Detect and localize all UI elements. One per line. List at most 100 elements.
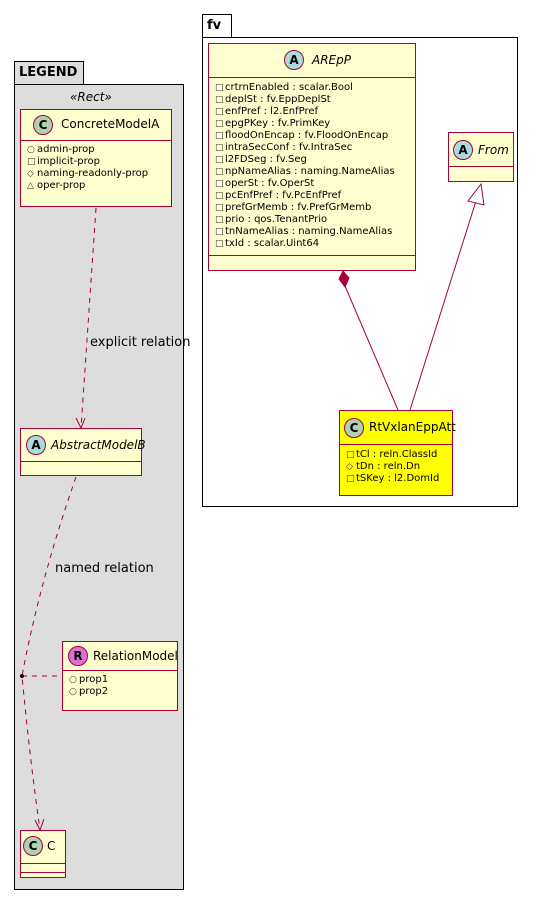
private-icon: □ xyxy=(215,167,224,177)
rtvxlaneppatt-class: C RtVxlanEppAtt □tCl : reln.ClassId ◇tDn… xyxy=(339,410,456,496)
c-class: C C xyxy=(20,830,66,878)
private-icon: □ xyxy=(215,83,224,93)
named-relation-label: named relation xyxy=(55,561,154,576)
class-name: RtVxlanEppAtt xyxy=(369,420,456,434)
class-attributes: □crtrnEnabled : scalar.Bool□deplSt : fv.… xyxy=(209,78,415,253)
attribute-row: □epgPKey : fv.PrimKey xyxy=(215,118,415,130)
class-attributes: □tCl : reln.ClassId ◇tDn : reln.Dn □tSKe… xyxy=(340,445,452,488)
private-icon: □ xyxy=(215,227,224,237)
class-header: A From xyxy=(449,133,513,167)
named-relation-line xyxy=(21,476,77,831)
relation-r-icon: R xyxy=(68,646,88,666)
named-relation-arrowhead xyxy=(34,818,45,832)
relation-model-class: R RelationModel ○prop1 ○prop2 xyxy=(62,641,178,711)
class-header: A AREpP xyxy=(209,44,415,78)
from-class: A From xyxy=(448,132,514,182)
abstract-model-b-class: A AbstractModelB xyxy=(20,428,146,476)
attribute-text: npNameAlias : naming.NameAlias xyxy=(225,166,395,177)
private-icon: □ xyxy=(215,119,224,129)
public-icon: ○ xyxy=(69,687,77,697)
attribute-row: ○admin-prop xyxy=(27,144,171,156)
attribute-text: tnNameAlias : naming.NameAlias xyxy=(225,226,393,237)
private-icon: □ xyxy=(215,95,224,105)
attribute-row: □pcEnfPref : fv.PcEnfPref xyxy=(215,190,415,202)
legend-stereotype: «Rect» xyxy=(70,90,112,104)
private-icon: □ xyxy=(215,143,224,153)
attribute-row: □prio : qos.TenantPrio xyxy=(215,214,415,226)
attribute-row: □tSKey : l2.DomId xyxy=(346,473,452,485)
fv-title: fv xyxy=(207,18,222,33)
explicit-relation-label: explicit relation xyxy=(90,335,191,350)
attribute-row: ○prop1 xyxy=(69,674,177,686)
class-name: From xyxy=(478,143,509,157)
private-icon: □ xyxy=(27,157,36,167)
private-icon: □ xyxy=(215,203,224,213)
class-c-icon: C xyxy=(344,418,364,438)
attribute-text: l2FDSeg : fv.Seg xyxy=(225,154,307,165)
class-header: R RelationModel xyxy=(63,642,178,671)
attribute-row: □implicit-prop xyxy=(27,156,171,168)
legend-title: LEGEND xyxy=(19,65,78,80)
attribute-row: □deplSt : fv.EppDeplSt xyxy=(215,94,415,106)
attribute-text: deplSt : fv.EppDeplSt xyxy=(225,94,331,105)
generalization-line xyxy=(409,200,477,411)
attribute-row: □prefGrMemb : fv.PrefGrMemb xyxy=(215,202,415,214)
attribute-row: ○prop2 xyxy=(69,686,177,698)
attribute-text: epgPKey : fv.PrimKey xyxy=(225,118,331,129)
protected-icon: ◇ xyxy=(27,169,34,179)
attribute-text: prop2 xyxy=(79,686,109,697)
attribute-text: crtrnEnabled : scalar.Bool xyxy=(225,82,353,93)
legend-package xyxy=(14,84,184,890)
attribute-text: tSKey : l2.DomId xyxy=(356,473,440,484)
private-icon: □ xyxy=(215,191,224,201)
private-icon: □ xyxy=(215,179,224,189)
attribute-row: □npNameAlias : naming.NameAlias xyxy=(215,166,415,178)
private-icon: □ xyxy=(215,239,224,249)
private-icon: □ xyxy=(346,450,355,460)
class-header: C RtVxlanEppAtt xyxy=(340,411,456,445)
explicit-relation-line xyxy=(80,207,97,429)
class-attributes: ○prop1 ○prop2 xyxy=(63,671,177,701)
class-name: AbstractModelB xyxy=(51,438,146,452)
class-c-icon: C xyxy=(33,115,53,135)
abstract-a-icon: A xyxy=(26,435,46,455)
private-icon: □ xyxy=(215,131,224,141)
concrete-model-a-class: C ConcreteModelA ○admin-prop □implicit-p… xyxy=(20,109,172,207)
attribute-text: pcEnfPref : fv.PcEnfPref xyxy=(225,190,342,201)
composition-diamond xyxy=(338,270,350,288)
abstract-a-icon: A xyxy=(453,140,473,160)
attribute-text: oper-prop xyxy=(37,180,86,191)
private-icon: □ xyxy=(215,107,224,117)
attribute-text: tDn : reln.Dn xyxy=(356,461,421,472)
class-header: C C xyxy=(21,831,65,864)
class-name: AREpP xyxy=(312,53,351,67)
explicit-relation-arrowhead xyxy=(75,417,86,430)
private-icon: □ xyxy=(215,215,224,225)
attribute-row: □tCl : reln.ClassId xyxy=(346,449,452,461)
class-attributes: ○admin-prop □implicit-prop ◇naming-reado… xyxy=(21,141,171,195)
attribute-text: prio : qos.TenantPrio xyxy=(225,214,328,225)
public-icon: ○ xyxy=(69,675,77,685)
class-c-icon: C xyxy=(23,836,43,856)
private-icon: □ xyxy=(346,474,355,484)
attribute-row: □floodOnEncap : fv.FloodOnEncap xyxy=(215,130,415,142)
public-icon: ○ xyxy=(27,145,35,155)
class-header: C ConcreteModelA xyxy=(21,110,171,141)
attribute-text: txId : scalar.Uint64 xyxy=(225,238,320,249)
attribute-text: naming-readonly-prop xyxy=(37,168,149,179)
class-separator xyxy=(21,872,65,873)
attribute-row: □tnNameAlias : naming.NameAlias xyxy=(215,226,415,238)
attribute-text: admin-prop xyxy=(37,144,95,155)
abstract-a-icon: A xyxy=(284,50,304,70)
class-name: ConcreteModelA xyxy=(61,117,160,131)
attribute-row: □enfPref : l2.EnfPref xyxy=(215,106,415,118)
class-header: A AbstractModelB xyxy=(21,429,146,462)
relation-junction-dot xyxy=(20,674,24,678)
attribute-row: ◇naming-readonly-prop xyxy=(27,168,171,180)
attribute-row: □txId : scalar.Uint64 xyxy=(215,238,415,250)
legend-package-tab: LEGEND xyxy=(14,61,84,85)
package-icon: △ xyxy=(27,181,34,191)
attribute-text: prop1 xyxy=(79,674,109,685)
class-name: C xyxy=(47,839,56,853)
